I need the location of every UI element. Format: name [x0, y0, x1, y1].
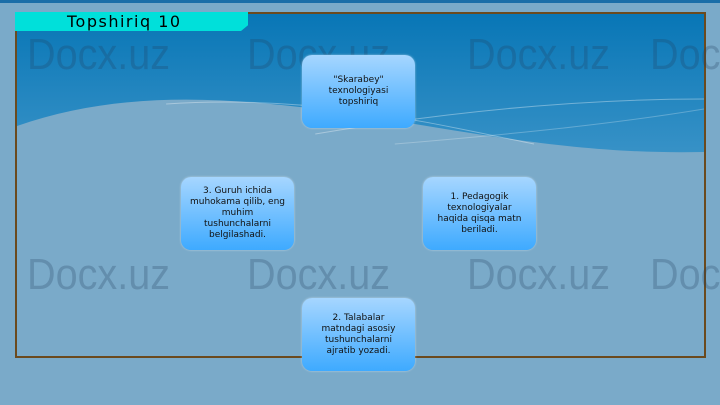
top-border	[0, 0, 720, 3]
watermark: Docx.uz	[467, 250, 611, 299]
center-text: "Skarabey" texnologiyasi topshiriq	[328, 75, 389, 107]
step-1-text: 1. Pedagogik texnologiyalar haqida qisqa…	[437, 191, 522, 235]
watermark: Docx.uz	[650, 250, 720, 299]
slide-title-tab: Topshiriq 10	[15, 12, 248, 31]
step-3-box: 3. Guruh ichida muhokama qilib, eng muhi…	[181, 177, 294, 250]
step-2-box: 2. Talabalar matndagi asosiy tushunchala…	[302, 298, 415, 371]
watermark: Docx.uz	[27, 250, 171, 299]
step-1-box: 1. Pedagogik texnologiyalar haqida qisqa…	[423, 177, 536, 250]
step-3-text: 3. Guruh ichida muhokama qilib, eng muhi…	[190, 186, 285, 240]
center-box: "Skarabey" texnologiyasi topshiriq	[302, 55, 415, 128]
watermark: Docx.uz	[650, 30, 720, 79]
step-2-text: 2. Talabalar matndagi asosiy tushunchala…	[321, 312, 396, 356]
watermark: Docx.uz	[467, 30, 611, 79]
watermark: Docx.uz	[27, 30, 171, 79]
slide-title: Topshiriq 10	[67, 12, 182, 31]
watermark: Docx.uz	[247, 250, 391, 299]
